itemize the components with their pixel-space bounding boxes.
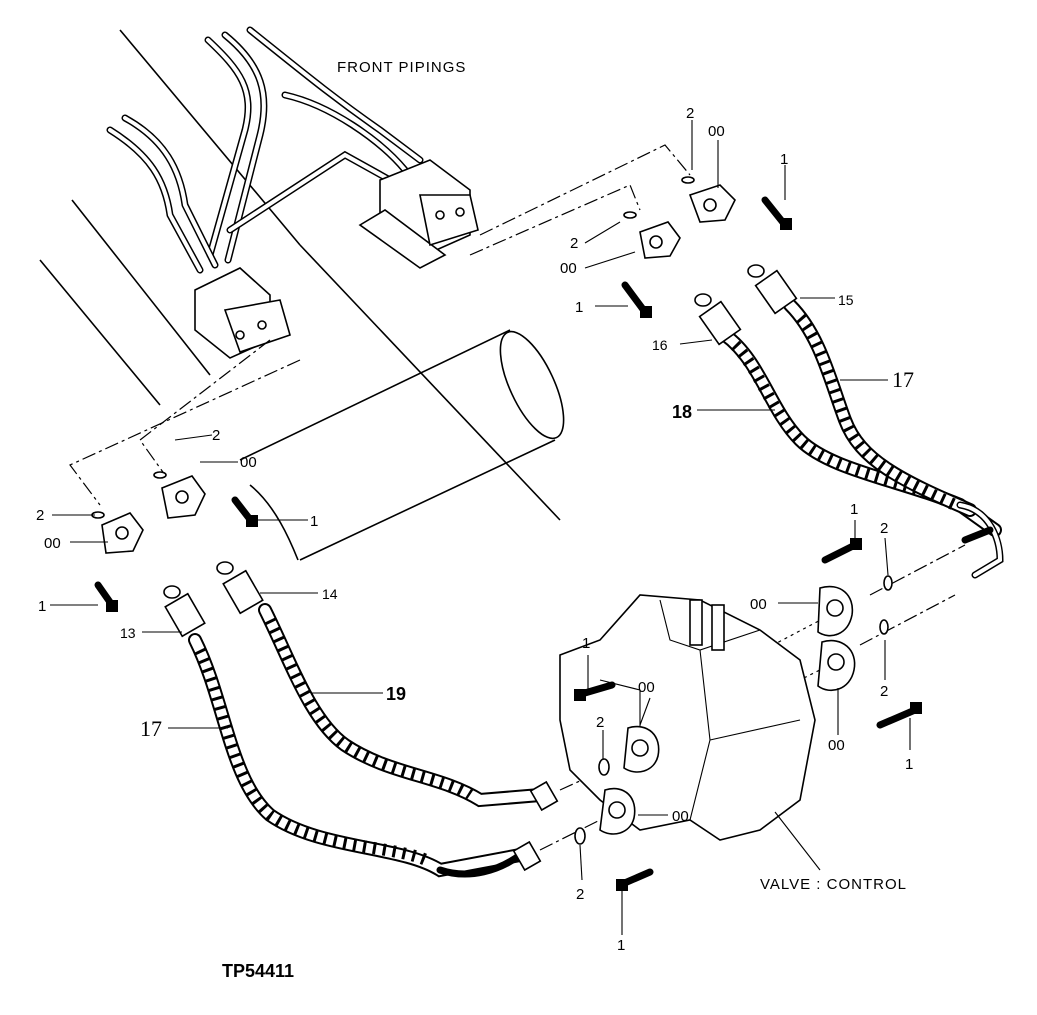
callout-1: 1 (780, 151, 788, 168)
callout-13: 13 (120, 625, 136, 641)
callout-2: 2 (686, 105, 694, 122)
callout-2: 2 (880, 520, 888, 537)
callout-2: 2 (596, 714, 604, 731)
callout-2: 2 (36, 507, 44, 524)
callout-1: 1 (575, 299, 583, 316)
callout-2: 2 (576, 886, 584, 903)
callout-17: 17 (140, 716, 162, 741)
lower-junction-block (194, 267, 291, 359)
callout-00: 00 (638, 679, 655, 696)
callout-1: 1 (905, 756, 913, 773)
callout-2: 2 (880, 683, 888, 700)
hose-fittings (163, 264, 798, 872)
callout-2: 2 (570, 235, 578, 252)
callout-1: 1 (850, 501, 858, 518)
callout-00: 00 (828, 737, 845, 754)
callout-16: 16 (652, 337, 668, 353)
upper-junction-block (358, 159, 479, 269)
control-valve-label: VALVE : CONTROL (760, 876, 907, 893)
callout-00: 00 (672, 808, 689, 825)
callout-00: 00 (708, 123, 725, 140)
o-rings (91, 176, 893, 845)
assembly-lines (69, 144, 966, 851)
callout-00: 00 (44, 535, 61, 552)
callout-14: 14 (322, 586, 338, 602)
callout-00: 00 (240, 454, 257, 471)
callout-17: 17 (892, 367, 914, 392)
bolts (94, 196, 922, 891)
callout-1: 1 (310, 513, 318, 530)
callout-15: 15 (838, 292, 854, 308)
callout-1: 1 (582, 635, 590, 652)
flange-clamps (101, 184, 856, 835)
callout-2: 2 (212, 427, 220, 444)
control-valve (559, 594, 816, 841)
diagram-title: FRONT PIPINGS (337, 59, 466, 76)
front-pipes (39, 26, 561, 521)
callout-18: 18 (672, 402, 692, 422)
callout-1: 1 (617, 937, 625, 954)
callout-19: 19 (386, 684, 406, 704)
callout-00: 00 (750, 596, 767, 613)
leader-lines (50, 120, 911, 935)
hoses (188, 298, 1004, 878)
callout-1: 1 (38, 598, 46, 615)
drawing-code: TP54411 (222, 961, 294, 981)
callout-00: 00 (560, 260, 577, 277)
boom-cylinder (239, 329, 565, 561)
labels: FRONT PIPINGS VALVE : CONTROL TP54411 2 … (36, 59, 914, 981)
